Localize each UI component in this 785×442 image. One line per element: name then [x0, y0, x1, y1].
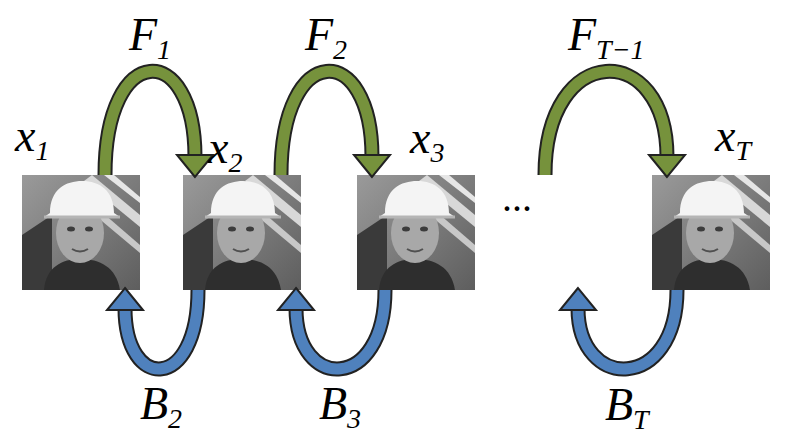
frame-box: xT [652, 175, 770, 290]
operator-label: F1 [129, 12, 171, 64]
arrow-head [107, 288, 143, 310]
arrow-body [296, 290, 385, 369]
ellipsis: ... [502, 178, 532, 218]
face-frame [652, 175, 770, 290]
backward-arrow [278, 288, 385, 369]
forward-arrow [545, 71, 685, 177]
backward-arrow [107, 288, 198, 369]
face-frame [22, 175, 140, 290]
operator-label: BT [605, 382, 649, 434]
arrow-head [354, 155, 390, 177]
operator-label: FT−1 [568, 12, 645, 64]
forward-arrow [281, 71, 390, 177]
backward-arrow [560, 288, 677, 369]
frame-box: x1 [22, 175, 140, 290]
face-frame [183, 175, 301, 290]
face-frame [357, 175, 475, 290]
operator-label: B3 [319, 381, 361, 433]
operator-label: F2 [305, 12, 347, 64]
frame-label: x1 [15, 113, 49, 165]
frame-label: x3 [410, 115, 444, 167]
forward-arrow [105, 71, 213, 177]
arrow-head [177, 155, 213, 177]
frame-label: x2 [208, 125, 242, 177]
operator-label: B2 [140, 381, 182, 433]
frame-box: x3 [357, 175, 475, 290]
arrow-outline [296, 290, 385, 369]
frame-label: xT [715, 113, 751, 165]
frame-box: x2 [183, 175, 301, 290]
arrow-head [278, 288, 314, 310]
